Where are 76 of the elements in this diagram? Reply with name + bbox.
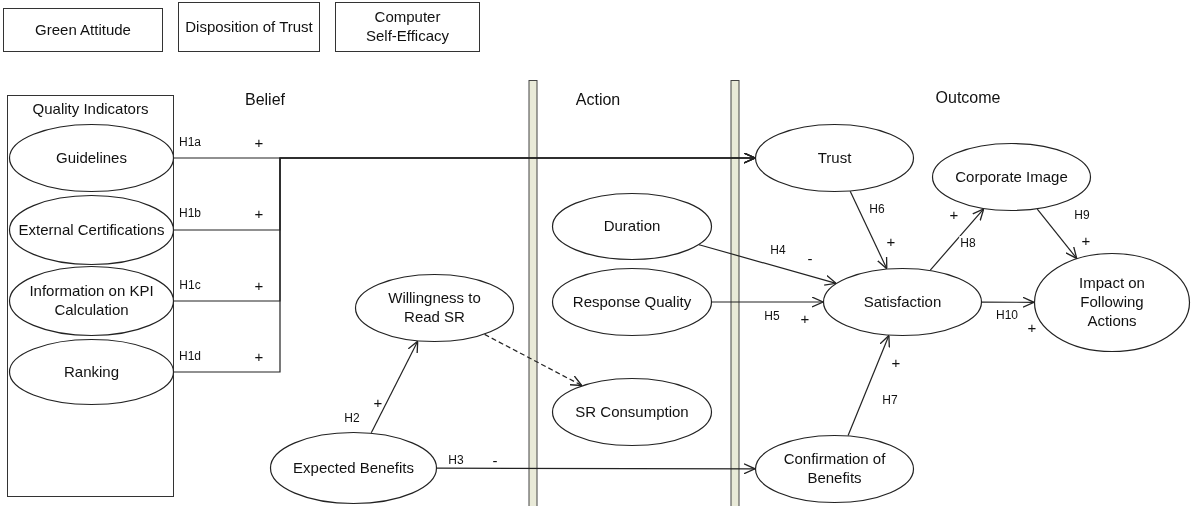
effect-sign: + — [254, 276, 264, 294]
node-label: Trust — [816, 148, 853, 168]
construct-ellipse — [823, 268, 982, 336]
arrow — [849, 190, 888, 270]
effect-sign: + — [373, 393, 383, 411]
construct-ellipse — [9, 195, 174, 265]
construct-ellipse — [932, 143, 1091, 211]
node-label: Information on KPI Calculation — [28, 282, 155, 320]
node-label: Disposition of Trust — [184, 17, 314, 37]
edge-label: H1c — [178, 278, 202, 292]
edge-label: H4 — [769, 243, 787, 257]
effect-sign: + — [1027, 318, 1037, 336]
edge-label: H8 — [959, 236, 977, 250]
arrow — [711, 296, 824, 308]
effect-sign: + — [949, 205, 959, 223]
construct-ellipse — [1034, 253, 1190, 352]
group-heading: Quality Indicators — [31, 100, 150, 117]
effect-sign: + — [254, 347, 264, 365]
arrow — [698, 244, 837, 286]
edge-label: H5 — [763, 309, 781, 323]
variable-box — [3, 8, 163, 52]
effect-sign: + — [254, 133, 264, 151]
node-label: Impact on Following Actions — [1078, 274, 1146, 331]
construct-ellipse — [9, 266, 174, 336]
dashed-arrow — [484, 333, 583, 387]
arrow — [929, 208, 985, 271]
node-label: Confirmation of Benefits — [782, 450, 887, 488]
edge-label: H9 — [1073, 208, 1091, 222]
effect-sign: + — [1081, 231, 1091, 249]
arrow — [370, 340, 419, 434]
effect-sign: - — [492, 451, 498, 469]
edge-label: H3 — [447, 453, 465, 467]
construct-ellipse — [755, 124, 914, 192]
node-label: Willingness to Read SR — [387, 289, 482, 327]
arrow — [436, 463, 756, 475]
effect-sign: + — [254, 204, 264, 222]
edge-label: H7 — [881, 393, 899, 407]
edge-label: H10 — [995, 308, 1019, 322]
node-label: Corporate Image — [954, 167, 1069, 187]
node-label: Satisfaction — [862, 292, 943, 312]
effect-sign: + — [800, 309, 810, 327]
effect-sign: + — [886, 232, 896, 250]
variable-box — [335, 2, 480, 52]
node-label: Response Quality — [571, 292, 693, 312]
effect-sign: - — [807, 249, 813, 267]
edge-label: H1a — [178, 135, 202, 149]
construct-ellipse — [9, 339, 174, 405]
construct-ellipse — [355, 274, 514, 342]
arrow — [1036, 208, 1078, 260]
construct-ellipse — [270, 432, 437, 504]
stage-heading: Outcome — [935, 89, 1001, 107]
node-label: Expected Benefits — [292, 458, 415, 478]
node-label: Ranking — [62, 362, 120, 382]
edge-label: H6 — [868, 202, 886, 216]
arrow — [847, 334, 890, 437]
node-label: Computer Self-Efficacy — [364, 8, 451, 46]
effect-sign: + — [891, 353, 901, 371]
construct-ellipse — [9, 124, 174, 192]
construct-ellipse — [552, 268, 712, 336]
node-label: SR Consumption — [574, 402, 690, 422]
edge-label: H2 — [343, 411, 361, 425]
edge-label: H1b — [178, 206, 202, 220]
node-label: Green Attitude — [34, 20, 132, 40]
edge-label: H1d — [178, 349, 202, 363]
construct-ellipse — [552, 193, 712, 260]
arrow — [173, 152, 756, 373]
variable-box — [178, 2, 320, 52]
node-label: External Certifications — [17, 220, 166, 240]
stage-heading: Belief — [245, 91, 285, 109]
construct-ellipse — [552, 378, 712, 446]
construct-ellipse — [755, 435, 914, 503]
stage-heading: Action — [575, 91, 621, 109]
node-label: Duration — [602, 217, 662, 236]
group-box — [7, 95, 174, 497]
arrow — [981, 296, 1035, 308]
node-label: Guidelines — [55, 148, 128, 168]
